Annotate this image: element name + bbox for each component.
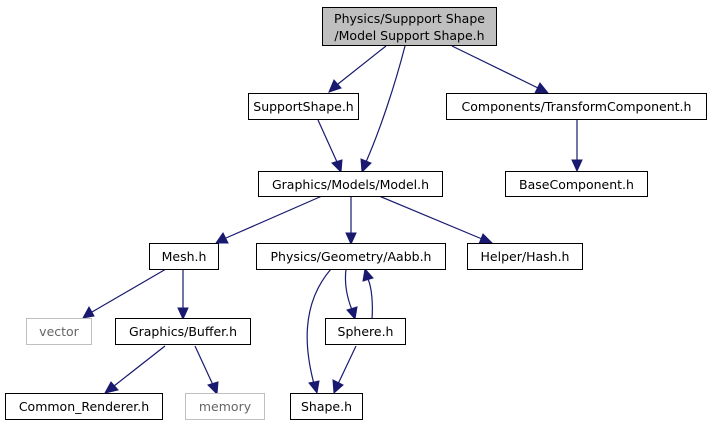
edge-mesh-to-vector	[91, 268, 167, 313]
node-hash[interactable]: Helper/Hash.h	[467, 243, 583, 270]
edge-model-to-mesh	[225, 195, 323, 239]
arrowhead-sphere	[346, 306, 358, 321]
arrowhead-model-from-root	[360, 158, 372, 174]
node-buffer[interactable]: Graphics/Buffer.h	[115, 318, 251, 345]
node-mesh[interactable]: Mesh.h	[149, 243, 219, 270]
edge-supportshape-to-model	[317, 119, 338, 163]
edge-aabb-to-sphere	[344, 268, 353, 311]
edge-sphere-to-aabb	[367, 278, 373, 320]
node-model[interactable]: Graphics/Models/Model.h	[258, 171, 443, 197]
node-aabb[interactable]: Physics/Geometry/Aabb.h	[256, 243, 446, 270]
node-memory: memory	[185, 393, 265, 420]
arrowhead-common-renderer	[104, 381, 119, 394]
root-node-label-line1: Physics/Suppport Shape	[334, 10, 485, 26]
arrowhead-model-from-supportshape	[331, 159, 343, 174]
root-node-model-support-shape: Physics/Suppport Shape /Model Support Sh…	[322, 7, 497, 46]
node-shape[interactable]: Shape.h	[290, 393, 363, 420]
arrowhead-aabb	[345, 232, 357, 246]
arrowhead-buffer	[177, 307, 189, 321]
edge-aabb-to-shape	[306, 268, 332, 385]
node-vector: vector	[26, 318, 92, 345]
node-supportshape[interactable]: SupportShape.h	[248, 93, 359, 120]
arrowhead-supportshape	[328, 79, 342, 93]
edge-model-to-hash	[378, 195, 483, 240]
edge-buffer-to-memory	[194, 345, 214, 386]
node-basecomponent[interactable]: BaseComponent.h	[505, 171, 648, 197]
arrowhead-memory	[207, 381, 219, 396]
arrowhead-transformcomponent	[534, 82, 550, 94]
edge-root-to-supportshape	[337, 45, 387, 85]
edge-root-to-model	[365, 45, 406, 163]
arrowhead-shape-from-sphere	[332, 379, 344, 395]
edge-buffer-to-common-renderer	[113, 345, 166, 387]
node-common-renderer[interactable]: Common_Renderer.h	[5, 393, 163, 420]
edge-sphere-to-shape	[337, 345, 357, 385]
arrowhead-basecomponent	[571, 159, 583, 173]
node-sphere[interactable]: Sphere.h	[325, 318, 406, 345]
root-node-label-line2: /Model Support Shape.h	[334, 27, 485, 43]
node-transformcomponent[interactable]: Components/TransformComponent.h	[446, 93, 707, 120]
arrowhead-vector	[82, 305, 95, 319]
arrowhead-shape-from-aabb	[308, 380, 320, 395]
arrowhead-aabb-from-sphere	[362, 267, 374, 282]
arrowhead-mesh	[215, 232, 229, 244]
edge-root-to-transformcomponent	[451, 45, 539, 89]
